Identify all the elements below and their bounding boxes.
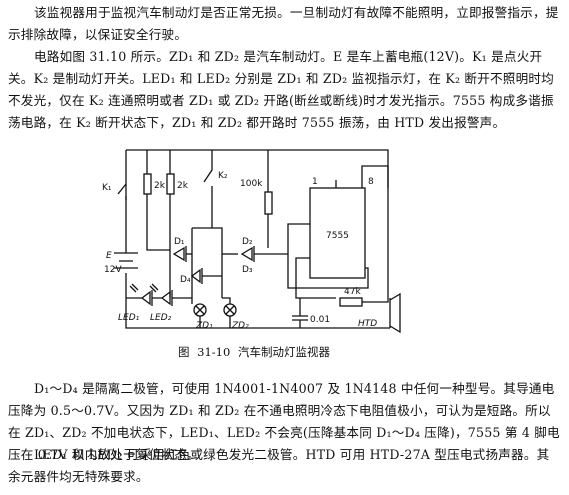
label-k1: K₁ [102,183,112,193]
resistor-47k [339,297,363,307]
capacitor-0-01 [292,308,308,328]
label-r3: 100k [240,179,263,189]
label-r4: 47k [344,287,361,297]
label-led1: LED₁ [118,313,140,323]
label-ic: 7555 [326,231,349,241]
resistor-2k-2 [166,173,175,195]
label-zd2: ZD₂ [231,321,249,331]
resistor-2k-1 [143,173,152,195]
ic-7555 [309,187,366,279]
label-r1: 2k [154,181,166,191]
label-d2: D₂ [242,237,253,247]
led2-symbol [149,283,173,306]
paragraph-diode-notes: D₁～D₄ 是隔离二极管，可使用 1N4001-1N4007 及 1N4148 … [8,381,560,462]
paragraph-circuit-description: 电路如图 31.10 所示。ZD₁ 和 ZD₂ 是汽车制动灯。E 是车上蓄电瓶(… [8,49,554,130]
led1-symbol [129,283,153,306]
label-led2: LED₂ [150,313,172,323]
diode-d2 [240,246,255,262]
label-d4: D₄ [180,275,191,285]
label-c1: 0.01 [310,315,330,325]
diode-d4 [190,268,203,284]
paragraph-component-notes: LED₁ 和 LED₂ 可采用红色或绿色发光二极管。HTD 可用 HTD-27A… [8,447,550,484]
label-e: E [106,251,112,261]
resistor-100k [264,191,273,215]
figure-caption: 图 31-10 汽车制动灯监视器 [178,345,330,359]
paragraph-intro: 该监视器用于监视汽车制动灯是否正常无损。一旦制动灯有故障不能照明，立即报警指示，… [8,5,559,42]
bottom-bus-wire [125,273,390,329]
label-d3: D₃ [242,265,253,275]
label-r2: 2k [177,181,189,191]
k1-switch [117,183,127,200]
circuit-diagram: K₁ E 12V 2k 2k K₂ 100k 1 8 7555 D₁ D₂ D₃… [102,149,401,334]
label-htd: HTD [358,319,377,329]
label-d1: D₁ [174,237,185,247]
label-k2: K₂ [218,171,228,181]
buzzer-htd [389,292,401,334]
label-pin8: 8 [368,177,374,187]
diode-d1 [172,246,187,262]
label-pin1: 1 [312,177,318,187]
k2-switch [203,150,213,228]
label-12v: 12V [104,265,122,275]
battery-symbol [114,252,138,269]
label-zd1: ZD₁ [195,321,213,331]
